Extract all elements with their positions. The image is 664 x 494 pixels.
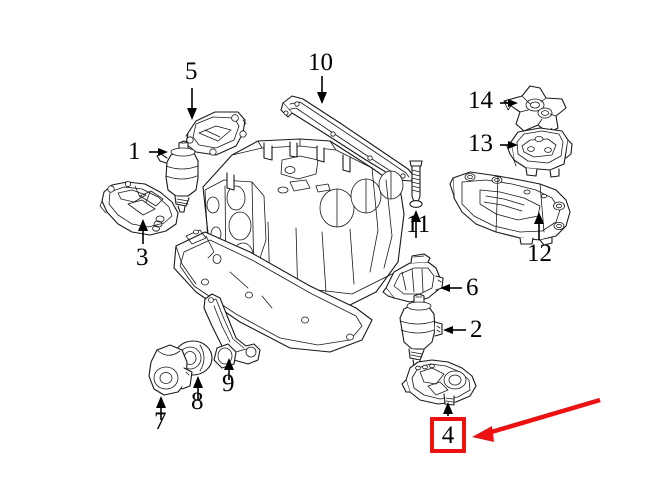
highlight-box-callout-4: 4 (430, 417, 466, 453)
part-6-engine-mount-bracket-right (382, 253, 444, 303)
part-9-torque-arm-bracket (203, 293, 261, 369)
highlight-arrow (472, 397, 601, 442)
callout-label-13: 13 (468, 130, 493, 157)
part-14-transmission-mount-star-bracket (503, 85, 567, 134)
callout-label-1: 1 (128, 138, 141, 165)
callout-label-10: 10 (308, 49, 333, 76)
callout-label-6: 6 (466, 274, 479, 301)
part-5-mount-cover-plate (185, 111, 247, 156)
part-2-engine-mount-hydraulic-right (399, 293, 443, 367)
callout-label-5: 5 (185, 58, 198, 85)
callout-label-11: 11 (406, 211, 431, 238)
part-13-transmission-mount (506, 127, 573, 178)
engine-block (173, 138, 405, 353)
callout-label-12: 12 (527, 240, 552, 267)
callout-leaders (138, 76, 544, 420)
callout-label-7: 7 (154, 408, 167, 435)
callout-label-8: 8 (191, 388, 204, 415)
callout-label-2: 2 (470, 316, 483, 343)
callout-label-4: 4 (441, 421, 455, 449)
callout-label-3: 3 (136, 244, 149, 271)
part-7-bushing-cap (148, 344, 193, 396)
part-11-mounting-bolt (409, 160, 423, 208)
callout-label-9: 9 (222, 370, 235, 397)
part-1-engine-mount-hydraulic-left (156, 140, 199, 213)
part-3-engine-mount-bracket-left (99, 180, 179, 236)
callout-label-14: 14 (468, 87, 493, 114)
part-12-transmission-crossmember (449, 171, 571, 246)
part-4-engine-mount-support-bracket (401, 359, 477, 406)
